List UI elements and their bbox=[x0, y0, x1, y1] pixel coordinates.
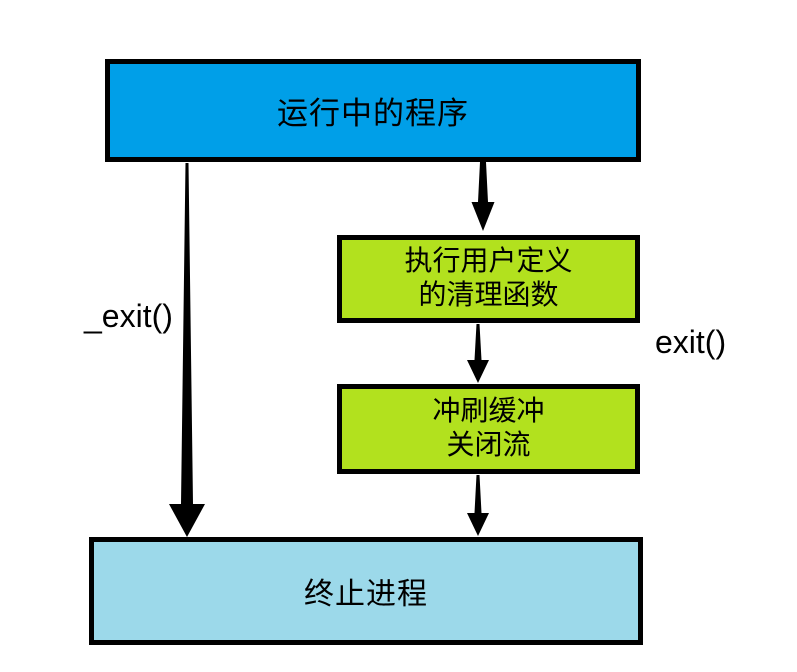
exit-underscore-label: _exit() bbox=[84, 298, 173, 334]
node-cleanup-text: 执行用户定义 的清理函数 bbox=[404, 245, 572, 313]
exit-underscore-arrow bbox=[169, 163, 205, 537]
node-cleanup-line1: 执行用户定义 bbox=[404, 246, 573, 277]
node-cleanup-handlers: 执行用户定义 的清理函数 bbox=[337, 235, 640, 323]
flush-to-terminate-arrow bbox=[467, 475, 489, 536]
node-flush-line1: 冲刷缓冲 bbox=[432, 396, 545, 427]
node-terminate-process: 终止进程 bbox=[89, 537, 643, 645]
node-flush-close: 冲刷缓冲 关闭流 bbox=[337, 384, 640, 474]
cleanup-to-flush-arrow bbox=[467, 324, 489, 383]
node-cleanup-line2: 的清理函数 bbox=[418, 280, 559, 311]
exit-label: exit() bbox=[655, 324, 727, 360]
node-running-program: 运行中的程序 bbox=[105, 59, 641, 162]
to-cleanup-arrow bbox=[471, 162, 495, 231]
node-flush-line2: 关闭流 bbox=[446, 430, 531, 461]
node-flush-text: 冲刷缓冲 关闭流 bbox=[432, 395, 544, 463]
